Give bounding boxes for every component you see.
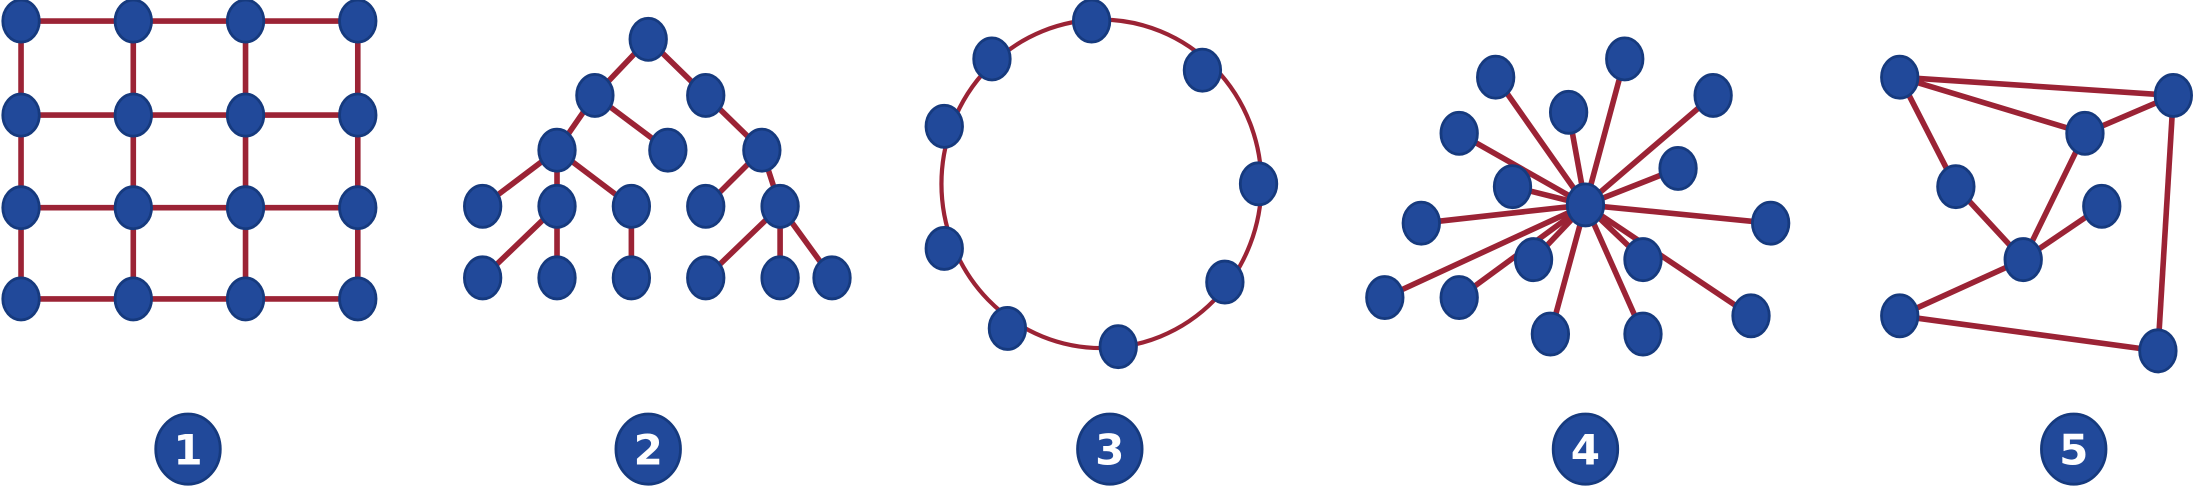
tree-node — [686, 255, 726, 301]
star-leaf-node — [1623, 311, 1663, 357]
star-edge — [1547, 204, 1589, 335]
mesh-node — [113, 92, 153, 138]
tree-node — [686, 72, 726, 118]
mesh-node — [338, 0, 378, 44]
irregular-node — [2153, 72, 2193, 118]
tree-node — [760, 255, 800, 301]
ring-node — [1098, 324, 1138, 370]
mesh-node — [338, 185, 378, 231]
label-text: 1 — [173, 426, 202, 475]
star-leaf-node — [1658, 145, 1698, 191]
tree-node — [742, 127, 782, 173]
ring-node — [987, 305, 1028, 351]
mesh-node — [1, 276, 41, 322]
star-edge — [1493, 75, 1588, 207]
tree-node — [537, 183, 577, 229]
star-edge — [1583, 202, 1753, 319]
tree-node — [463, 183, 503, 229]
tree-node — [575, 72, 615, 118]
tree-node — [611, 255, 652, 301]
mesh-node — [113, 0, 153, 44]
tree-node — [537, 127, 577, 173]
mesh-node — [225, 185, 266, 231]
label-text: 4 — [1571, 426, 1600, 475]
tree-node — [686, 183, 726, 229]
irregular-node — [2082, 183, 2122, 229]
star-leaf-node — [1401, 200, 1441, 246]
star-leaf-node — [1693, 72, 1733, 118]
star-leaf-node — [1513, 237, 1554, 283]
label-text: 3 — [1095, 426, 1124, 475]
star-leaf-node — [1530, 311, 1571, 357]
ring-node — [1182, 47, 1223, 93]
star-leaf-node — [1476, 54, 1516, 100]
star-leaf-node — [1605, 36, 1645, 82]
star-leaf-node — [1731, 293, 1771, 339]
mesh-node — [225, 0, 266, 44]
ring-node — [924, 103, 964, 149]
star-edge — [1583, 93, 1715, 208]
ring-node — [1071, 0, 1112, 44]
irregular-node — [2065, 110, 2105, 156]
mesh-node — [113, 276, 153, 322]
diagram-label-5: 5 — [2040, 412, 2108, 486]
ring-node — [972, 36, 1012, 82]
diagram-label-3: 3 — [1076, 412, 1144, 486]
tree-node — [537, 255, 577, 301]
irregular-node — [1936, 164, 1976, 210]
star-hub-node — [1565, 182, 1606, 228]
tree-node — [463, 255, 503, 301]
mesh-node — [1, 0, 41, 44]
mesh-node — [225, 92, 266, 138]
star-edge — [1420, 202, 1586, 226]
tree-node — [812, 255, 852, 301]
irregular-node — [2003, 237, 2043, 283]
irregular-edge — [1899, 312, 2159, 354]
ring-node — [1238, 161, 1279, 207]
star-leaf-node — [1365, 275, 1405, 320]
diagram-label-2: 2 — [614, 412, 682, 486]
mesh-node — [1, 185, 41, 231]
mesh-node — [1, 92, 41, 138]
label-text: 2 — [634, 426, 663, 475]
star-leaf-node — [1439, 275, 1479, 320]
irregular-edge — [2020, 132, 2088, 261]
star-leaf-node — [1548, 89, 1589, 135]
mesh-node — [225, 276, 266, 322]
ring-node — [1205, 259, 1245, 305]
tree-node — [628, 16, 668, 62]
star-edge — [1582, 58, 1628, 206]
star-edge — [1585, 202, 1771, 226]
ring-node — [924, 225, 964, 271]
star-leaf-node — [1751, 200, 1791, 246]
star-leaf-node — [1623, 237, 1663, 283]
star-leaf-node — [1439, 110, 1479, 156]
star-edge — [1582, 203, 1646, 336]
diagram-label-1: 1 — [154, 412, 222, 486]
mesh-node — [113, 185, 153, 231]
star-edge — [1383, 202, 1587, 301]
irregular-edge — [1898, 257, 2025, 319]
tree-node — [648, 127, 688, 173]
irregular-edge — [1899, 74, 2174, 99]
irregular-node — [2138, 328, 2178, 374]
label-text: 5 — [2059, 426, 2088, 475]
tree-node — [611, 183, 652, 229]
irregular-edge — [2155, 95, 2177, 352]
mesh-node — [338, 276, 378, 322]
mesh-node — [338, 92, 378, 138]
tree-node — [760, 183, 800, 229]
irregular-node — [1880, 293, 1920, 339]
irregular-node — [1880, 54, 1920, 100]
irregular-edge — [1898, 74, 2086, 137]
star-leaf-node — [1492, 164, 1533, 210]
diagram-label-4: 4 — [1551, 412, 1620, 486]
